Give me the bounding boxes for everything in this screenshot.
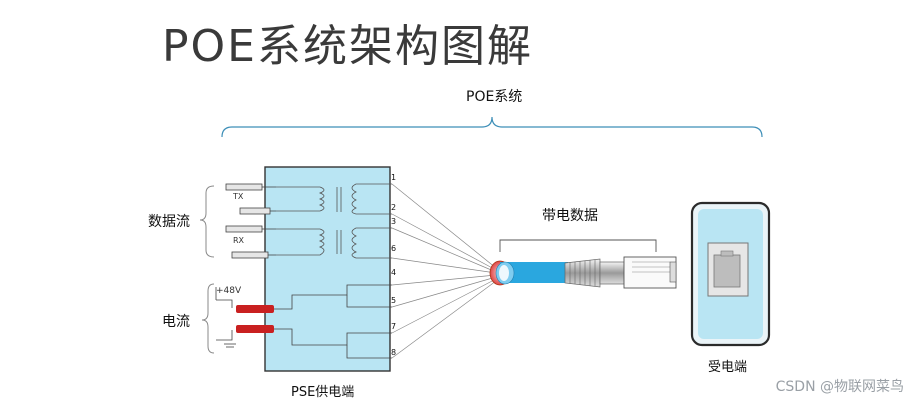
- transformer-tx: [276, 183, 392, 215]
- data-stream-bracket: [199, 185, 215, 258]
- watermark: CSDN @物联网菜鸟: [775, 379, 904, 395]
- power-plus-plug: [236, 305, 274, 313]
- transformer-rx: [276, 227, 392, 259]
- data-stream-label: 数据流: [148, 214, 190, 230]
- wire-fanout: [391, 183, 497, 359]
- tx-label: TX: [233, 192, 244, 201]
- current-bracket: [201, 283, 215, 354]
- pd-device: [690, 201, 771, 347]
- pin-number: 8: [391, 348, 397, 357]
- pd-label: 受电端: [708, 360, 748, 375]
- current-label: 电流: [162, 314, 190, 330]
- power-wiring: [215, 284, 392, 359]
- voltage-label: +48V: [216, 286, 242, 296]
- pse-box: [264, 166, 391, 372]
- pin-number: 2: [391, 203, 397, 212]
- ethernet-cable: [489, 260, 568, 286]
- pse-label: PSE供电端: [291, 385, 355, 400]
- pin-number: 6: [391, 244, 397, 253]
- pin-number: 5: [391, 296, 397, 305]
- pin-number: 1: [391, 173, 397, 182]
- powered-data-label: 带电数据: [542, 208, 598, 224]
- rj45-plug: [564, 256, 677, 289]
- power-minus-plug: [236, 325, 274, 333]
- poe-system-bracket: [221, 116, 763, 138]
- pin-number: 3: [391, 217, 397, 226]
- pin-number: 7: [391, 322, 397, 331]
- rx-label: RX: [233, 236, 245, 245]
- powered-data-bracket: [499, 239, 657, 252]
- page-title: POE系统架构图解: [162, 21, 533, 72]
- pin-number: 4: [391, 268, 397, 277]
- poe-system-label: POE系统: [466, 89, 523, 105]
